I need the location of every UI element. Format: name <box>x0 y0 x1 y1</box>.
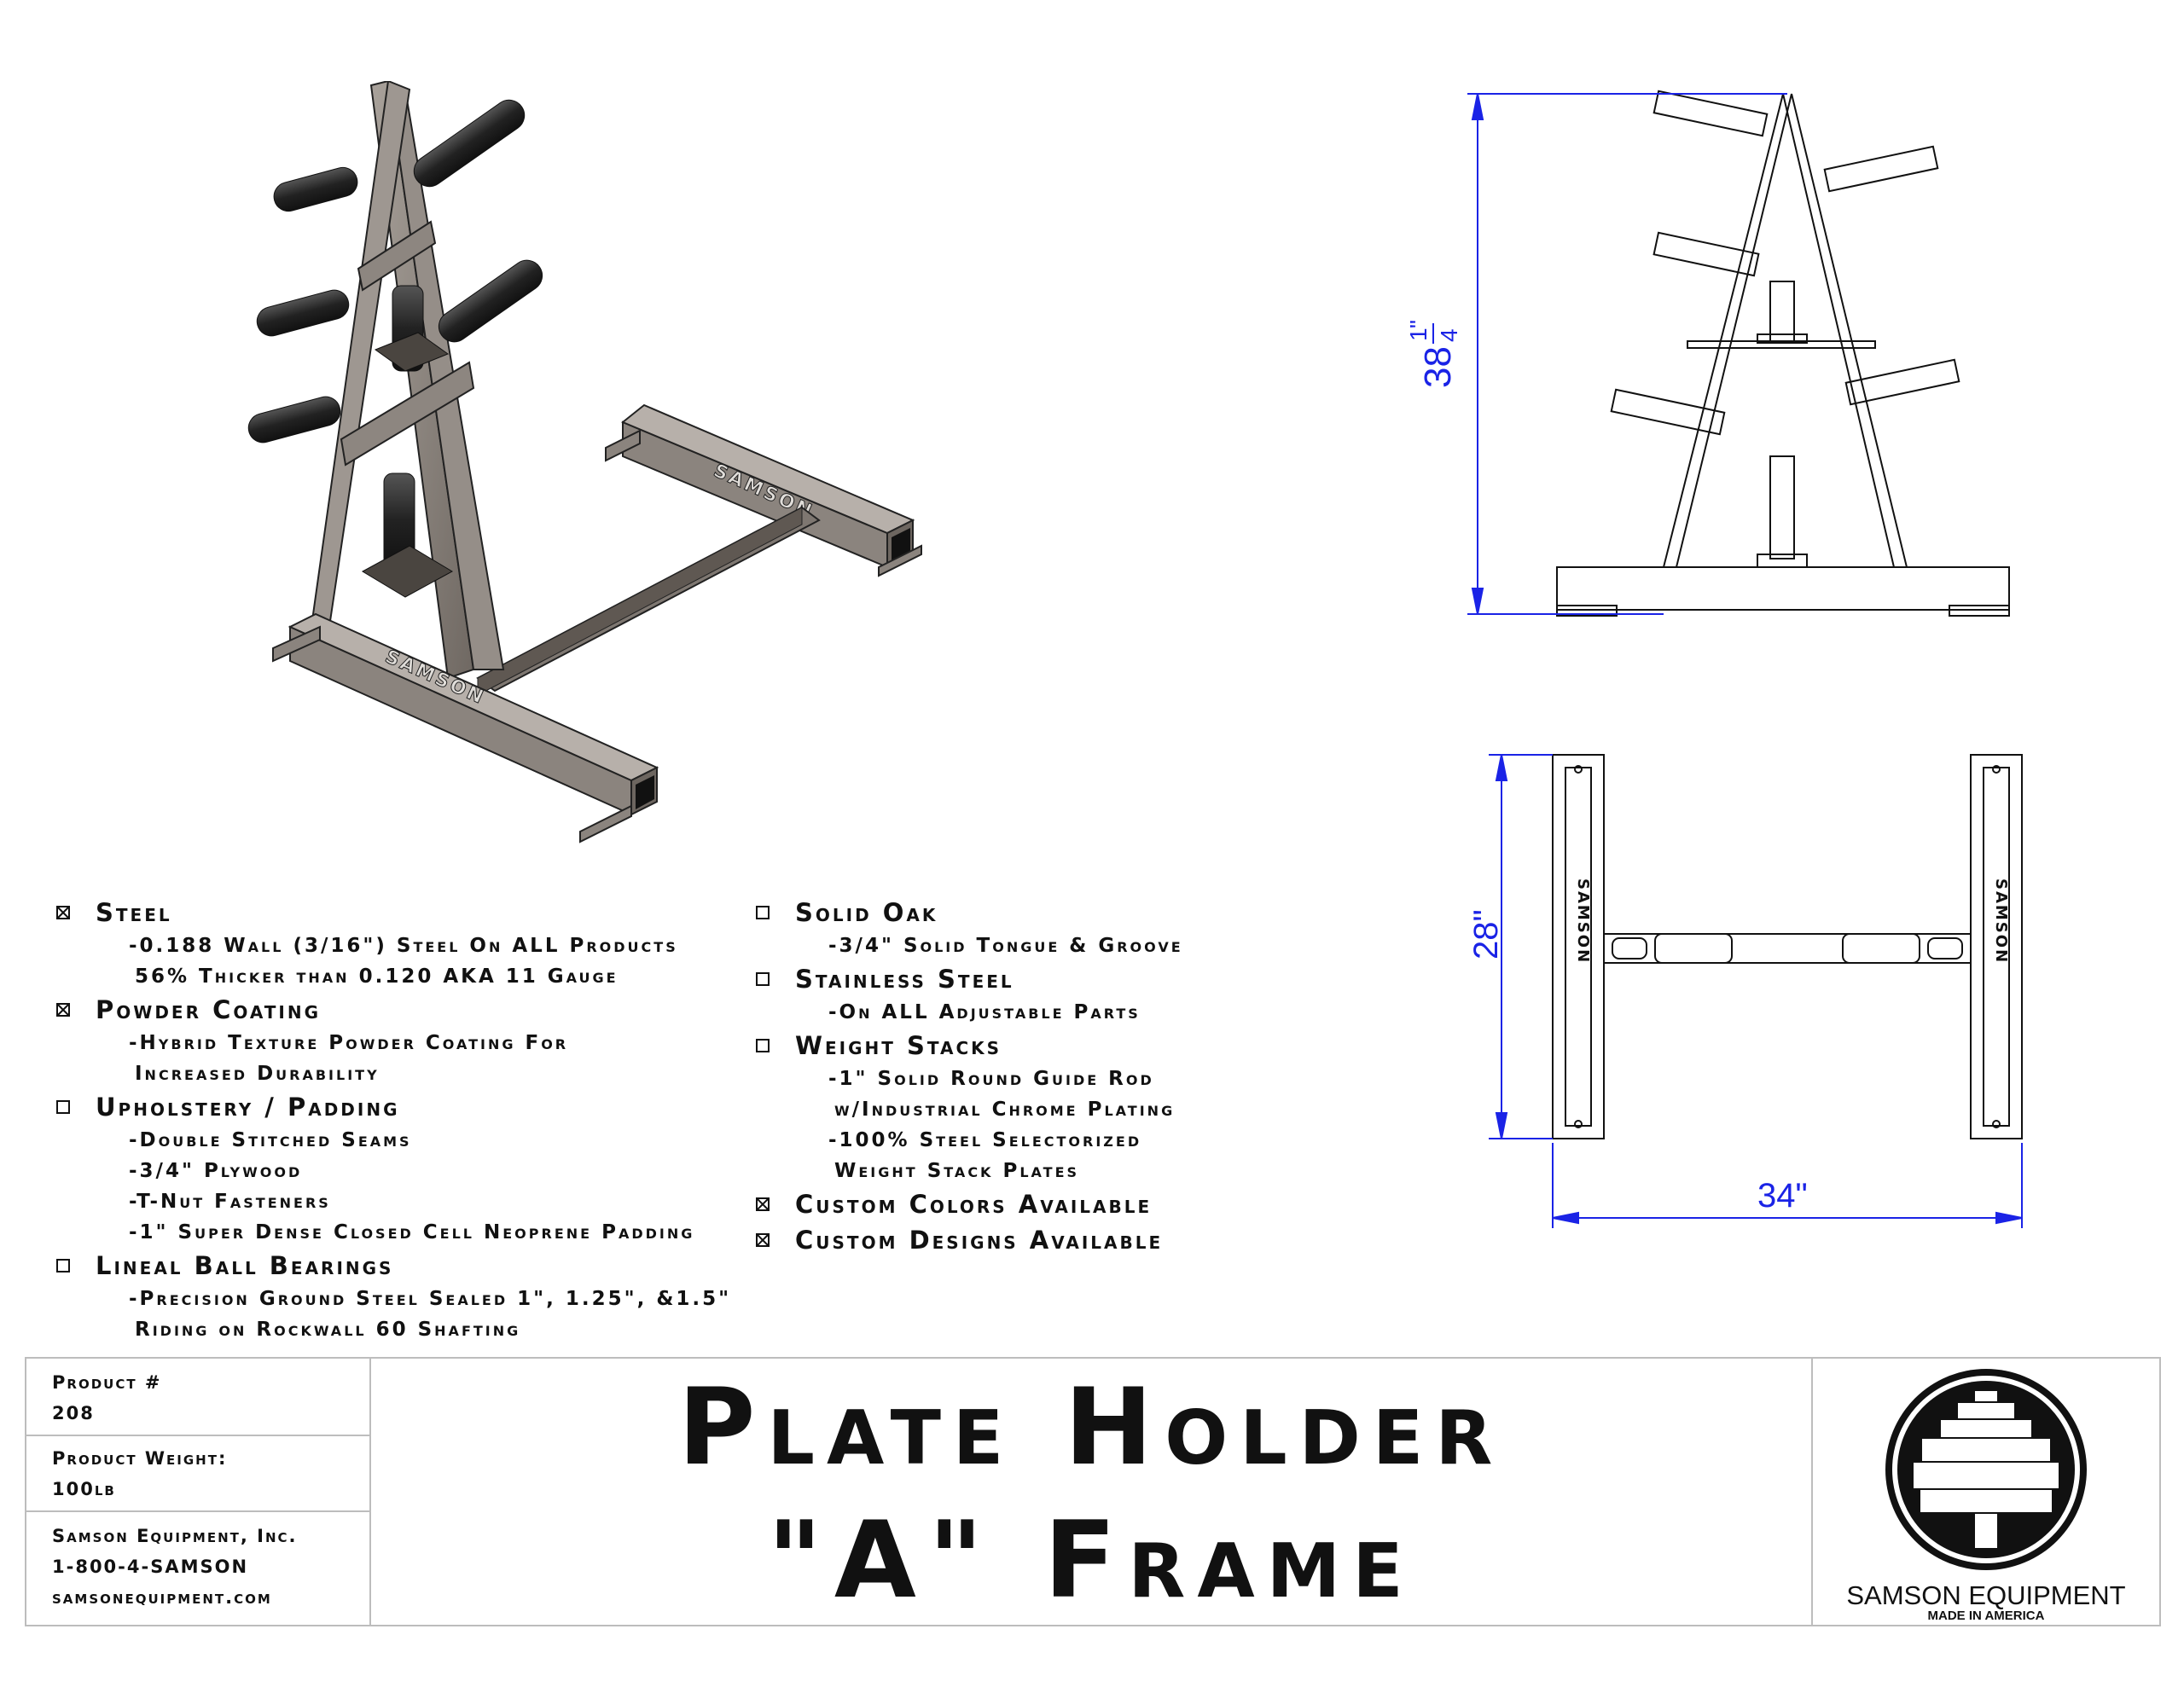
spec-category-label: Solid Oak <box>795 898 938 927</box>
spec-category: Custom Designs Available <box>756 1222 1370 1258</box>
front-elevation-lines <box>1556 90 2010 617</box>
front-base-rail: SAMSON <box>272 612 659 844</box>
spec-detail: w/Industrial Chrome Plating <box>834 1099 1176 1121</box>
top-view-logo-left: SAMSON <box>1574 878 1592 964</box>
spec-category-label: Upholstery / Padding <box>96 1093 400 1122</box>
samson-logo: SAMSON EQUIPMENT MADE IN AMERICA <box>1811 1359 2159 1625</box>
unchecked-box-icon <box>756 1039 770 1052</box>
title-line-2: "A" Frame <box>767 1499 1415 1622</box>
spec-category: Powder Coating <box>56 992 790 1028</box>
spec-detail: -Double Stitched Seams <box>129 1129 412 1151</box>
unchecked-box-icon <box>56 1100 70 1114</box>
spec-detail: Increased Durability <box>135 1063 380 1085</box>
height-label: 38 1 " 4 <box>1405 320 1462 388</box>
svg-text:1: 1 <box>1405 328 1432 341</box>
spec-category-label: Custom Colors Available <box>795 1190 1153 1219</box>
product-weight-cell: Product Weight: 100lb <box>26 1436 369 1512</box>
spec-category: Steel <box>56 895 790 930</box>
spec-category-label: Steel <box>96 898 172 927</box>
a-frame <box>305 81 505 680</box>
spec-detail: -Hybrid Texture Powder Coating For <box>129 1032 569 1054</box>
depth-dimension <box>1489 754 1553 1139</box>
spec-detail: -3/4" Plywood <box>129 1160 303 1182</box>
logo-brand-text: SAMSON EQUIPMENT <box>1846 1580 2125 1610</box>
drawing-title: Plate Holder "A" Frame <box>369 1359 1813 1625</box>
product-number-label: Product # <box>52 1372 162 1393</box>
spec-detail: -3/4" Solid Tongue & Groove <box>828 935 1183 957</box>
checked-box-icon <box>756 1197 770 1211</box>
spec-category-label: Custom Designs Available <box>795 1226 1164 1255</box>
spec-category-label: Weight Stacks <box>795 1031 1002 1060</box>
width-label: 34" <box>1757 1177 1808 1215</box>
front-elevation-drawing: 38 1 " 4 <box>1405 90 2010 617</box>
isometric-product-render: SAMSON SAMSON <box>247 81 922 844</box>
company-phone: 1-800-4-SAMSON <box>52 1557 249 1577</box>
spec-category-label: Stainless Steel <box>795 965 1014 994</box>
spec-detail: Weight Stack Plates <box>834 1160 1080 1182</box>
spec-category: Upholstery / Padding <box>56 1089 790 1125</box>
unchecked-box-icon <box>56 1259 70 1272</box>
product-number-cell: Product # 208 <box>26 1359 369 1436</box>
product-weight-label: Product Weight: <box>52 1448 228 1469</box>
unchecked-box-icon <box>756 972 770 986</box>
checked-box-icon <box>756 1233 770 1247</box>
company-name: Samson Equipment, Inc. <box>52 1526 298 1546</box>
spec-detail: -1" Solid Round Guide Rod <box>828 1068 1154 1090</box>
spec-detail: -T-Nut Fasteners <box>129 1191 331 1213</box>
spec-detail: -100% Steel Selectorized <box>828 1129 1142 1151</box>
svg-text:": " <box>1405 320 1432 328</box>
width-dimension <box>1552 1143 2023 1228</box>
spec-detail: -Precision Ground Steel Sealed 1", 1.25"… <box>129 1288 732 1310</box>
spec-category: Custom Colors Available <box>756 1186 1370 1222</box>
spec-category: Lineal Ball Bearings <box>56 1248 790 1284</box>
spec-detail: -1" Super Dense Closed Cell Neoprene Pad… <box>129 1221 695 1244</box>
height-dimension <box>1467 93 1787 615</box>
spec-detail: -On ALL Adjustable Parts <box>828 1001 1141 1023</box>
spec-category-label: Lineal Ball Bearings <box>96 1251 394 1280</box>
product-number-value: 208 <box>52 1403 95 1423</box>
plate-stack-icon <box>1914 1391 2059 1548</box>
company-cell: Samson Equipment, Inc. 1-800-4-SAMSON sa… <box>26 1512 369 1625</box>
spec-detail: 56% Thicker than 0.120 AKA 11 Gauge <box>135 965 619 988</box>
svg-text:38: 38 <box>1417 346 1459 388</box>
depth-label: 28" <box>1467 909 1505 959</box>
samson-logo-mark: SAMSON EQUIPMENT MADE IN AMERICA <box>1846 1369 2126 1623</box>
checked-box-icon <box>56 1003 70 1017</box>
checked-box-icon <box>56 906 70 919</box>
top-view-lines <box>1552 754 2023 1139</box>
title-block-info: Product # 208 Product Weight: 100lb Sams… <box>26 1359 371 1625</box>
spec-category: Stainless Steel <box>756 961 1370 997</box>
spec-category: Weight Stacks <box>756 1028 1370 1064</box>
svg-text:4: 4 <box>1436 328 1462 342</box>
top-view-logo-right: SAMSON <box>1992 878 2010 964</box>
company-website: samsonequipment.com <box>52 1587 272 1608</box>
unchecked-box-icon <box>756 906 770 919</box>
spec-category-label: Powder Coating <box>96 995 321 1024</box>
title-block: Product # 208 Product Weight: 100lb Sams… <box>25 1357 2161 1626</box>
title-line-1: Plate Holder <box>677 1366 1505 1489</box>
spec-list-left: Steel -0.188 Wall (3/16") Steel On ALL Pr… <box>56 895 790 1345</box>
spec-detail: Riding on Rockwall 60 Shafting <box>135 1319 521 1341</box>
logo-tagline: MADE IN AMERICA <box>1928 1609 2045 1623</box>
spec-category: Solid Oak <box>756 895 1370 930</box>
product-weight-value: 100lb <box>52 1479 116 1499</box>
top-view-drawing: SAMSON SAMSON 28" 34" <box>1467 754 2023 1228</box>
spec-detail: -0.188 Wall (3/16") Steel On ALL Product… <box>129 935 678 957</box>
plate-sleeves <box>247 99 543 598</box>
